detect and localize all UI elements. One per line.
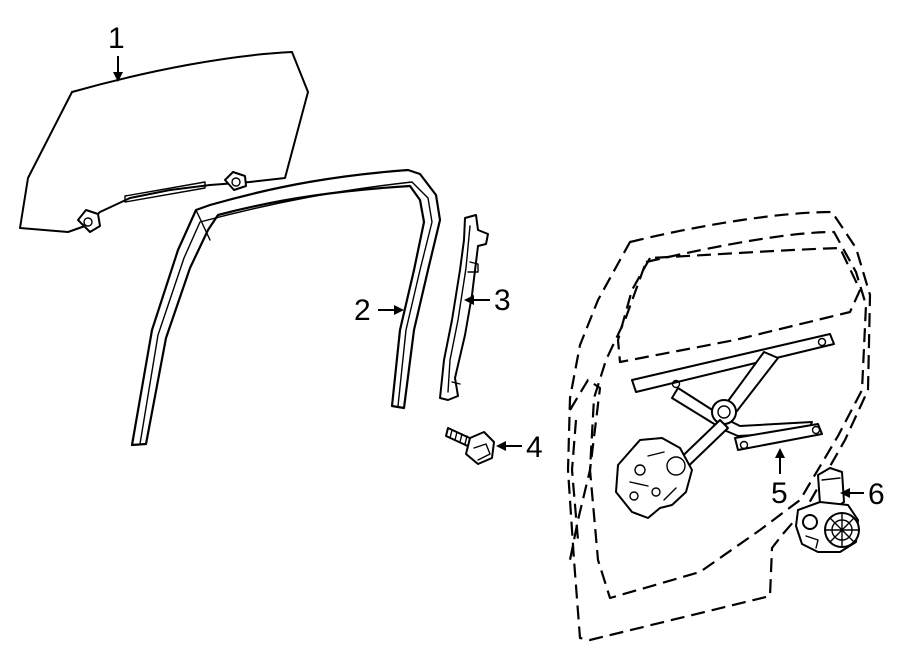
callout-arrows <box>113 56 864 498</box>
callout-6: 6 <box>868 478 885 511</box>
callout-labels: 1 2 3 4 5 6 <box>108 22 885 511</box>
callout-4: 4 <box>526 431 543 464</box>
door-shell-outline <box>566 210 872 642</box>
callout-1: 1 <box>108 22 125 55</box>
callout-5: 5 <box>771 477 788 510</box>
door-glass <box>19 51 309 233</box>
bolt <box>445 427 495 465</box>
callout-3: 3 <box>494 284 511 317</box>
window-regulator <box>615 333 835 519</box>
glass-run-channel <box>130 168 442 447</box>
channel-strip <box>439 214 489 401</box>
callout-2: 2 <box>354 294 371 327</box>
regulator-motor <box>795 467 860 553</box>
